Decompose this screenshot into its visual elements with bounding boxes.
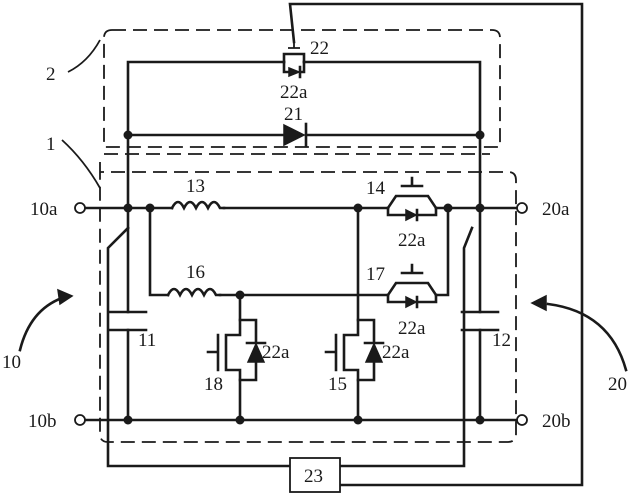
leader-line-2 [67,39,101,73]
label-terminal-10a: 10a [30,199,58,220]
capacitor-11 [108,206,148,422]
label-diode-22a-17: 22a [398,318,426,339]
label-terminal-10b: 10b [28,411,57,432]
diode-21 [283,122,308,148]
switch-15 [324,206,385,422]
label-switch-18: 18 [204,374,223,395]
label-diode-22a-18: 22a [262,342,290,363]
label-switch-14: 14 [366,178,386,199]
label-inductor-16: 16 [186,262,205,283]
wire-control-23 [106,226,474,468]
junction-dots [123,130,485,425]
label-block-20: 20 [608,374,627,395]
switch-17 [386,263,438,309]
wire-branch-16 [148,206,450,297]
arrow-10 [18,296,64,352]
arrow-20-head [530,294,547,312]
leader-line-1 [61,139,101,189]
label-switch-22: 22 [310,38,329,59]
label-diode-21: 21 [284,104,303,125]
label-diode-22a-top: 22a [280,82,308,103]
label-switch-17: 17 [366,264,385,285]
label-block-10: 10 [2,352,21,373]
inductor-16 [166,287,222,298]
terminal-10a-node [74,202,86,214]
label-diode-22a-14: 22a [398,230,426,251]
wire-top-loop [126,60,482,210]
label-terminal-20b: 20b [542,411,571,432]
dashed-region-1 [99,162,517,443]
capacitor-12 [460,206,500,422]
label-controller-23: 23 [304,466,323,487]
label-diode-22a-15: 22a [382,342,410,363]
arrow-20 [546,302,628,372]
label-region-2: 2 [46,64,56,85]
controller-box-23 [289,457,341,493]
switch-14 [386,176,438,222]
switch-18 [206,293,267,422]
label-cap-12: 12 [492,330,511,351]
switch-22 [282,2,584,487]
label-region-1: 1 [46,134,56,155]
label-inductor-13: 13 [186,176,205,197]
arrow-10-head [57,288,74,306]
terminal-10b-node [74,414,86,426]
label-cap-11: 11 [138,330,156,351]
label-terminal-20a: 20a [542,199,570,220]
dashed-region-2 [103,29,501,148]
inductor-13 [170,200,226,211]
terminal-20a-node [516,202,528,214]
terminal-20b-node [516,414,528,426]
label-switch-15: 15 [328,374,347,395]
